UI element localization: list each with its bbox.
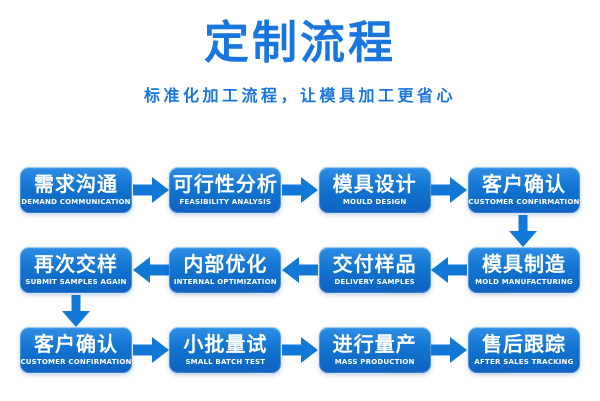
step-title: 内部优化: [183, 252, 268, 276]
step-title: 客户确认: [34, 332, 118, 356]
step-subtitle: SUBMIT SAMPLES AGAIN: [25, 278, 127, 286]
arrow-right-icon: [132, 337, 169, 363]
step-after-sales-tracking: 售后跟踪 AFTER SALES TRACKING: [467, 327, 580, 373]
step-subtitle: DELIVERY SAMPLES: [334, 278, 415, 286]
step-mass-production: 进行量产 MASS PRODUCTION: [318, 327, 431, 373]
page-title: 定制流程: [203, 16, 396, 69]
page-subtitle: 标准化加工流程，让模具加工更省心: [143, 86, 456, 105]
step-internal-optimization: 内部优化 INTERNAL OPTIMIZATION: [169, 247, 282, 293]
step-subtitle: MOLD MANUFACTURING: [475, 278, 573, 286]
step-subtitle: DEMAND COMMUNICATION: [21, 198, 131, 206]
arrow-left-icon: [132, 257, 169, 283]
step-title: 售后跟踪: [481, 332, 566, 356]
arrow-right-icon: [132, 177, 169, 203]
step-delivery-samples: 交付样品 DELIVERY SAMPLES: [318, 247, 431, 293]
connector: [431, 337, 468, 363]
step-subtitle: MASS PRODUCTION: [334, 358, 415, 366]
connector: [281, 257, 318, 283]
arrow-down-icon: [62, 295, 90, 327]
step-subtitle: FEASIBILITY ANALYSIS: [179, 198, 272, 206]
step-subtitle: CUSTOMER CONFIRMATION: [468, 198, 580, 206]
step-title: 交付样品: [332, 252, 417, 276]
step-subtitle: MOULD DESIGN: [342, 198, 407, 206]
step-small-batch-test: 小批量试 SMALL BATCH TEST: [169, 327, 282, 373]
step-customer-confirmation-1: 客户确认 CUSTOMER CONFIRMATION: [467, 167, 580, 213]
step-title: 模具设计: [332, 172, 417, 196]
step-title: 可行性分析: [172, 172, 278, 196]
connector: [431, 177, 468, 203]
step-title: 模具制造: [481, 252, 566, 276]
flow-row-2: 再次交样 SUBMIT SAMPLES AGAIN 内部优化 INTERNAL …: [0, 247, 600, 293]
arrow-right-icon: [281, 337, 318, 363]
vertical-connector-row: [0, 293, 600, 327]
flow-row-3: 客户确认 CUSTOMER CONFIRMATION 小批量试 SMALL BA…: [0, 327, 600, 373]
connector: [281, 337, 318, 363]
vertical-connector-row: [0, 213, 600, 247]
connector: [132, 177, 169, 203]
step-subtitle: INTERNAL OPTIMIZATION: [173, 278, 277, 286]
connector: [132, 257, 169, 283]
arrow-left-icon: [431, 257, 468, 283]
process-flowchart: 需求沟通 DEMAND COMMUNICATION 可行性分析 FEASIBIL…: [0, 167, 600, 373]
step-submit-samples-again: 再次交样 SUBMIT SAMPLES AGAIN: [20, 247, 132, 293]
step-subtitle: AFTER SALES TRACKING: [474, 358, 574, 366]
step-subtitle: CUSTOMER CONFIRMATION: [20, 358, 132, 366]
connector: [281, 177, 318, 203]
arrow-down-icon: [509, 215, 537, 247]
connector: [132, 337, 169, 363]
step-demand-communication: 需求沟通 DEMAND COMMUNICATION: [20, 167, 132, 213]
step-subtitle: SMALL BATCH TEST: [185, 358, 266, 366]
arrow-right-icon: [281, 177, 318, 203]
step-feasibility-analysis: 可行性分析 FEASIBILITY ANALYSIS: [169, 167, 282, 213]
connector: [431, 257, 468, 283]
flow-row-1: 需求沟通 DEMAND COMMUNICATION 可行性分析 FEASIBIL…: [0, 167, 600, 213]
step-customer-confirmation-2: 客户确认 CUSTOMER CONFIRMATION: [20, 327, 132, 373]
arrow-right-icon: [431, 337, 468, 363]
step-mold-manufacturing: 模具制造 MOLD MANUFACTURING: [467, 247, 580, 293]
arrow-left-icon: [281, 257, 318, 283]
step-title: 需求沟通: [34, 172, 118, 196]
step-title: 小批量试: [183, 332, 268, 356]
step-title: 再次交样: [34, 252, 118, 276]
step-title: 进行量产: [332, 332, 417, 356]
arrow-right-icon: [431, 177, 468, 203]
step-title: 客户确认: [481, 172, 566, 196]
step-mould-design: 模具设计 MOULD DESIGN: [318, 167, 431, 213]
